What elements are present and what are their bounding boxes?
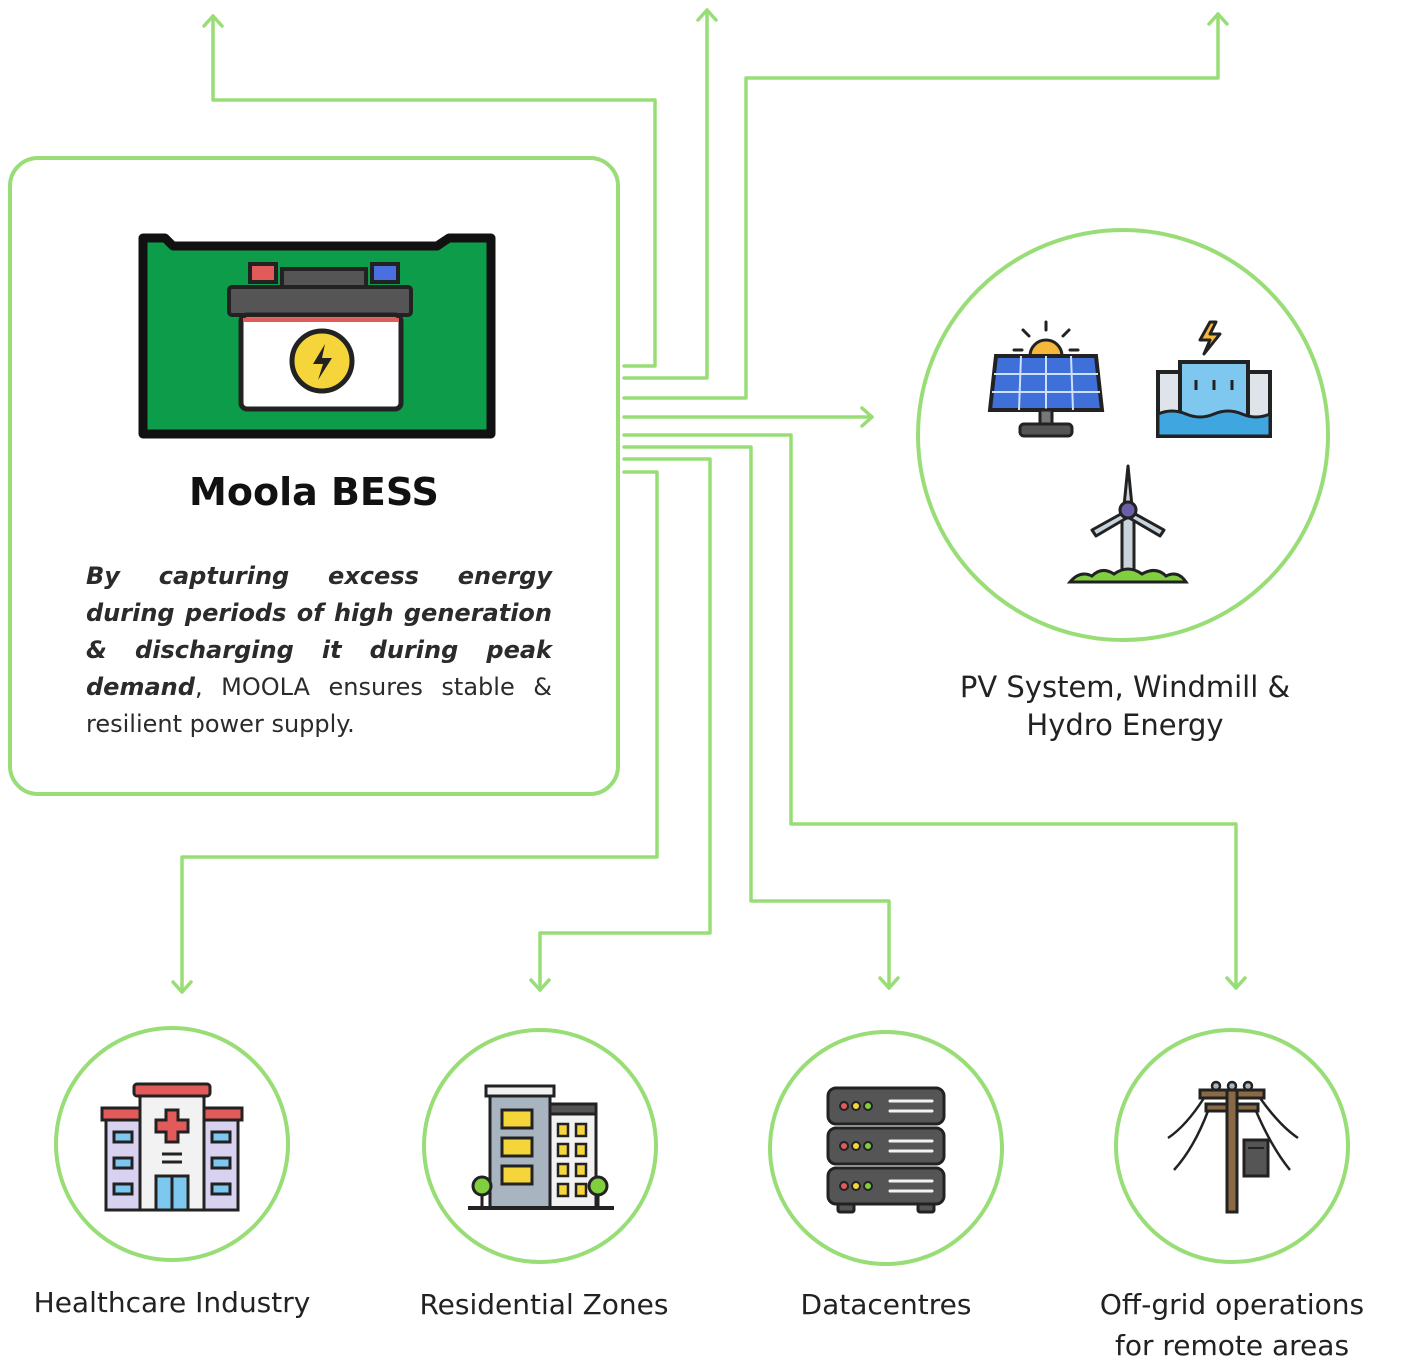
connector-to-healthcare [180, 470, 659, 994]
card-description-rest: , MOOLA ensures stable & resilient power… [86, 673, 552, 738]
windmill-icon [1066, 464, 1189, 584]
connector-to-offgrid [622, 433, 1238, 990]
sources-label-line1: PV System, Windmill & [959, 670, 1291, 704]
battery-icon [138, 233, 496, 439]
offgrid-label: Off-grid operations for remote areas [1072, 1284, 1392, 1366]
power-pole-icon [1167, 1080, 1299, 1214]
card-description-emphasis: By capturing excess energy during period… [86, 562, 552, 701]
offgrid-label-line2: for remote areas [1114, 1329, 1350, 1362]
offgrid-circle [1114, 1028, 1350, 1264]
datacentres-label: Datacentres [800, 1288, 972, 1321]
solar-panel-icon [987, 320, 1105, 438]
hydro-dam-icon [1156, 320, 1272, 438]
connector-to-datacentres [622, 445, 891, 990]
connector-up-middle [622, 8, 709, 380]
server-rack-icon [826, 1086, 946, 1214]
apartment-building-icon [468, 1084, 614, 1210]
sources-circle [916, 228, 1330, 642]
sources-label: PV System, Windmill & Hydro Energy [900, 668, 1350, 744]
moola-bess-card: Moola BESS By capturing excess energy du… [8, 156, 620, 796]
residential-circle [422, 1028, 658, 1264]
hospital-icon [100, 1082, 244, 1212]
sources-label-line2: Hydro Energy [1026, 708, 1224, 742]
healthcare-label: Healthcare Industry [33, 1286, 311, 1319]
connector-up-right [622, 12, 1220, 400]
residential-label: Residential Zones [419, 1288, 669, 1321]
datacentres-circle [768, 1030, 1004, 1266]
connector-up-left [211, 14, 657, 368]
card-title: Moola BESS [189, 470, 439, 514]
healthcare-circle [54, 1026, 290, 1262]
offgrid-label-line1: Off-grid operations [1099, 1288, 1365, 1321]
card-description: By capturing excess energy during period… [86, 558, 552, 743]
connector-to-residential [538, 457, 712, 992]
